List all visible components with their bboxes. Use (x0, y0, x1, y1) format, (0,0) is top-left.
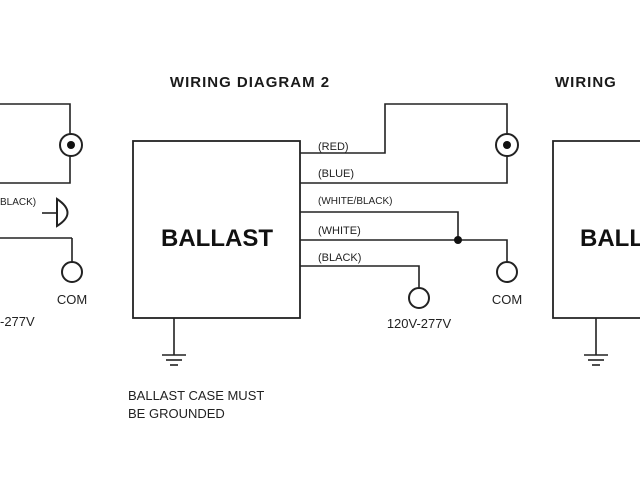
wire-junction-dot (454, 236, 462, 244)
left-voltage-label: -277V (0, 314, 35, 329)
wire-blue-label: (BLUE) (318, 168, 354, 180)
left-lamp-socket-center-icon (67, 141, 75, 149)
line-voltage-label: 120V-277V (387, 316, 452, 331)
left-com-label: COM (57, 292, 87, 307)
center-com-label: COM (492, 292, 522, 307)
wire-black (300, 265, 420, 289)
center-ground-icon (162, 318, 186, 366)
center-com-terminal-icon (496, 261, 518, 283)
ground-note-line-2: BE GROUNDED (128, 406, 225, 421)
wire-black-label: (BLACK) (318, 252, 361, 264)
line-voltage-terminal-icon (408, 287, 430, 309)
right-ground-icon (584, 318, 608, 366)
diagram-3-title-partial: WIRING (555, 74, 617, 91)
wire-white-black-label: (WHITE/BLACK) (318, 196, 392, 207)
center-ballast-box (132, 140, 301, 319)
wire-red-label: (RED) (318, 141, 349, 153)
right-ballast-label: BALL (580, 225, 640, 252)
diagram-2-title: WIRING DIAGRAM 2 (170, 74, 330, 91)
wire-white-black (300, 211, 459, 240)
wire-white-label: (WHITE) (318, 225, 361, 237)
center-ballast-label: BALLAST (161, 225, 273, 252)
ground-note-line-1: BALLAST CASE MUST (128, 388, 264, 403)
left-capacitor-icon (56, 197, 69, 228)
wire-white (300, 239, 508, 262)
left-com-terminal-icon (61, 261, 83, 283)
left-diagram: BLACK) COM -277V (0, 103, 87, 329)
left-wire-black-label: BLACK) (0, 197, 36, 208)
right-diagram: WIRING BALL (552, 74, 640, 366)
center-lamp-socket-center-icon (503, 141, 511, 149)
center-diagram: WIRING DIAGRAM 2 BALLAST (RED) (BLUE) (W… (128, 74, 522, 421)
center-lamp-loop-wire (300, 103, 508, 184)
